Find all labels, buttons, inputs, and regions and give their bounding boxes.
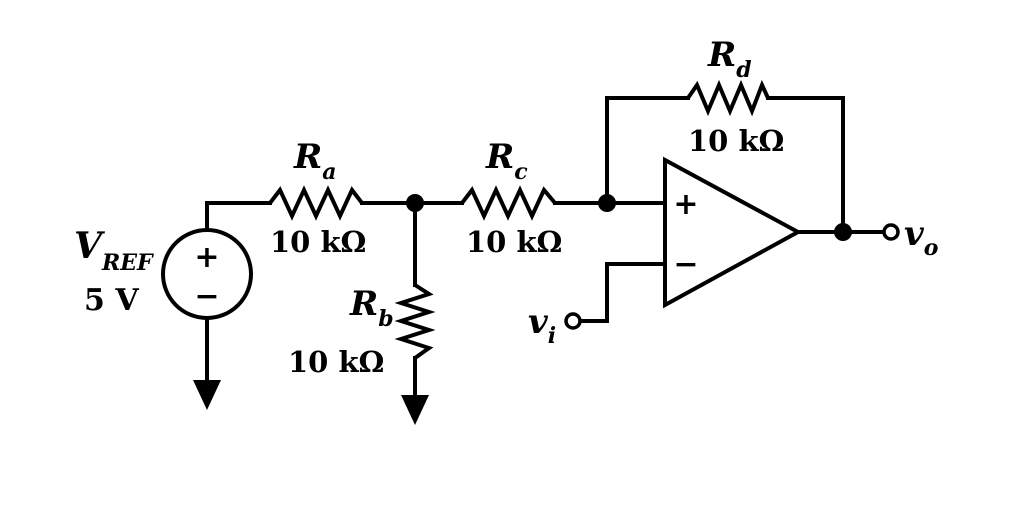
- output-terminal-circle: [882, 223, 900, 241]
- ra-subscript: a: [322, 159, 336, 185]
- opamp-triangle: [663, 156, 803, 309]
- ra-symbol: R: [293, 137, 322, 177]
- ra-label: Ra: [293, 137, 337, 185]
- output-terminal: vo: [882, 214, 938, 261]
- output-terminal-label: vo: [904, 214, 938, 261]
- wire-feedback-right: [766, 96, 845, 234]
- resistor-rc: Rc 10 kΩ: [460, 137, 562, 259]
- rd-value: 10 kΩ: [688, 124, 784, 158]
- input-subscript: i: [548, 323, 556, 349]
- junction-node-plus: [598, 194, 616, 212]
- resistor-rd: Rd 10 kΩ: [686, 35, 784, 158]
- rd-subscript: d: [736, 57, 751, 83]
- input-terminal: vi: [528, 302, 582, 349]
- vref-value: 5 V: [84, 283, 139, 318]
- resistor-rc-zigzag: [460, 185, 557, 221]
- wire-feedback-left: [605, 96, 690, 205]
- vref-subscript: REF: [101, 250, 154, 276]
- rc-value: 10 kΩ: [466, 225, 562, 259]
- rb-value: 10 kΩ: [288, 345, 384, 379]
- opamp-plus-sign: +: [673, 187, 698, 222]
- ground-vref-icon: [193, 380, 221, 410]
- junction-node-a: [406, 194, 424, 212]
- resistor-ra-zigzag: [268, 185, 364, 221]
- rc-label: Rc: [485, 137, 528, 185]
- vref-symbol: V: [74, 225, 105, 267]
- grounds: [193, 380, 429, 425]
- junctions: [406, 194, 852, 241]
- output-symbol: v: [904, 214, 925, 254]
- vref-source-circle: [161, 228, 253, 320]
- wire-vref-to-ra: [205, 201, 272, 232]
- ground-rb-icon: [401, 395, 429, 425]
- resistor-rd-zigzag: [686, 79, 770, 117]
- rb-subscript: b: [378, 306, 393, 332]
- input-terminal-label: vi: [528, 302, 556, 349]
- resistor-rb: Rb 10 kΩ: [288, 283, 436, 379]
- opamp: + −: [663, 156, 803, 309]
- output-subscript: o: [924, 235, 939, 261]
- resistor-rb-zigzag: [394, 283, 436, 360]
- rc-symbol: R: [485, 137, 514, 177]
- rc-subscript: c: [514, 159, 528, 185]
- junction-node-output: [834, 223, 852, 241]
- ra-value: 10 kΩ: [270, 225, 366, 259]
- opamp-minus-sign: −: [673, 247, 698, 282]
- input-symbol: v: [528, 302, 549, 342]
- rb-symbol: R: [349, 284, 378, 324]
- input-terminal-circle: [564, 312, 582, 330]
- wire-opamp-minus: [578, 262, 667, 323]
- vref-plus-sign: +: [194, 240, 219, 275]
- rd-label: Rd: [707, 35, 752, 83]
- vref-source: + − VREF 5 V: [74, 225, 253, 320]
- rd-symbol: R: [707, 35, 736, 75]
- rb-label: Rb: [349, 284, 394, 332]
- vref-label: VREF: [74, 225, 154, 276]
- resistor-ra: Ra 10 kΩ: [268, 137, 366, 259]
- vref-minus-sign: −: [194, 279, 219, 314]
